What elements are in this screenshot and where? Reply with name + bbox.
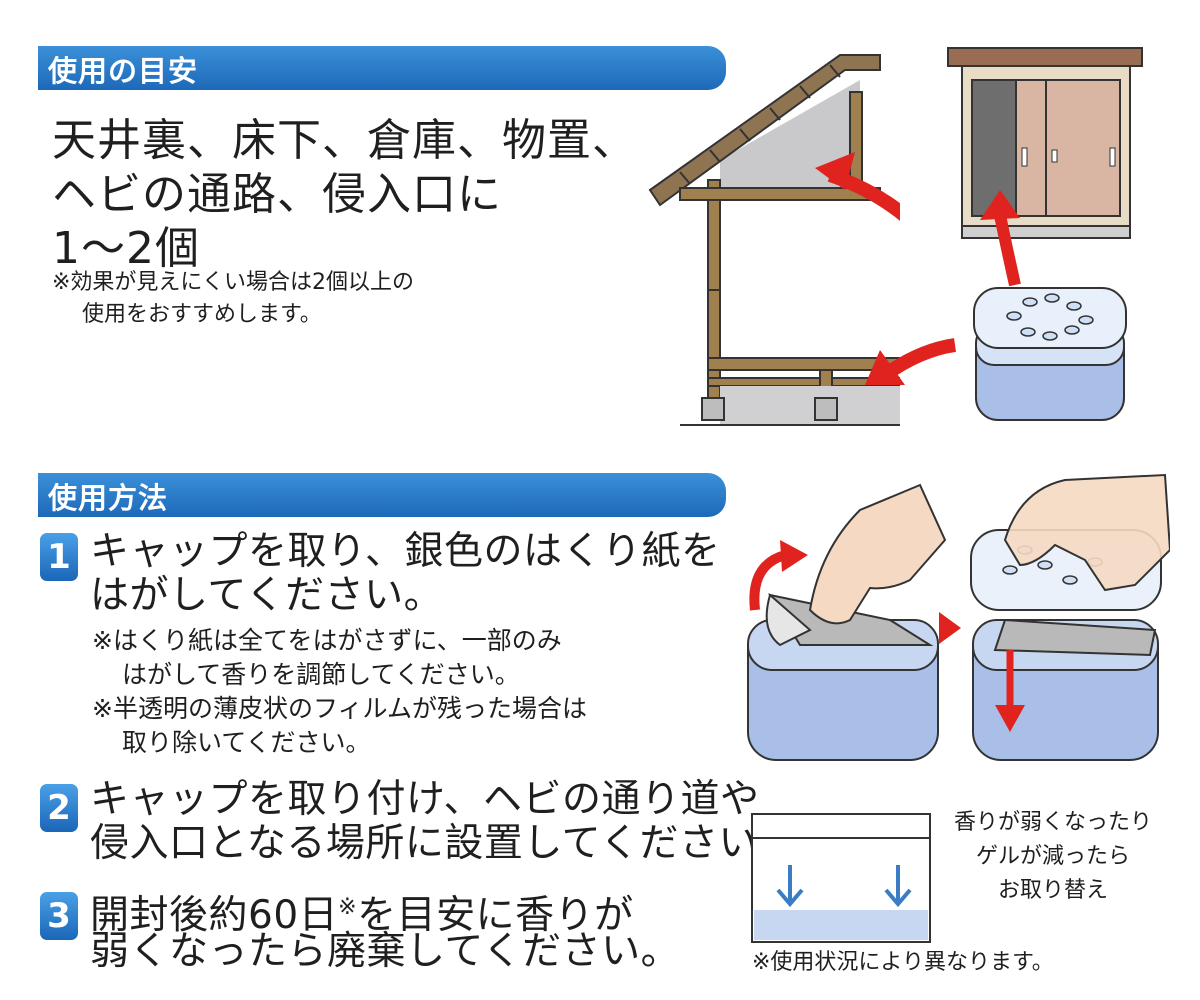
step-3-line-1: 開封後約60日※を目安に香りが — [90, 886, 634, 938]
replace-line-1: 香りが弱くなったり — [953, 810, 1152, 835]
arrow-to-attic — [827, 168, 900, 221]
hand-peel — [808, 483, 947, 625]
arrow-to-shed — [994, 213, 1021, 287]
roof — [648, 54, 881, 207]
how-to-use-title: 使用方法 — [48, 481, 169, 515]
peel-illustration — [747, 483, 947, 761]
top-arrows — [865, 190, 1021, 385]
arrow-to-underfloor — [880, 338, 957, 381]
next-arrow — [939, 612, 961, 644]
replace-diagram — [751, 813, 931, 943]
film-illustration — [970, 473, 1170, 761]
usage-note-2: 使用をおすすめします。 — [82, 302, 322, 327]
usage-guide-title: 使用の目安 — [48, 54, 199, 88]
shed-door-2 — [1045, 79, 1121, 217]
step-1-note-3: ※半透明の薄皮状のフィルムが残った場合は — [92, 694, 587, 723]
replace-line-2: ゲルが減ったら — [975, 844, 1130, 869]
step-2-number: 2 — [40, 784, 78, 832]
step-3-number: 3 — [40, 892, 78, 940]
gel-level — [754, 910, 928, 940]
step-1-note-1: ※はくり紙は全てをはがさずに、一部のみ — [92, 626, 562, 655]
step-1-line-1: キャップを取り、銀色のはくり紙を — [90, 529, 721, 574]
replace-line-3: お取り替え — [997, 878, 1108, 903]
usage-line-3: 1～2個 — [52, 223, 200, 274]
attic-space — [720, 80, 860, 190]
hand-lift — [1003, 473, 1170, 592]
usage-line-1: 天井裏、床下、倉庫、物置、 — [52, 115, 637, 166]
floor-beam — [707, 357, 900, 371]
step-3-line-2: 弱くなったら廃棄してください。 — [90, 929, 681, 974]
product-container-top — [973, 287, 1127, 421]
shed-illustration — [947, 47, 1143, 239]
step-3-line-1-main: 開封後約60日 — [90, 893, 339, 938]
underfloor-space — [720, 386, 900, 424]
usage-line-2: ヘビの通路、侵入口に — [52, 169, 502, 220]
peel-arrow — [749, 550, 787, 611]
replace-footnote: ※使用状況により異なります。 — [752, 950, 1054, 975]
step-2-line-2: 侵入口となる場所に設置してください。 — [90, 821, 798, 866]
step-1-note-4: 取り除いてください。 — [122, 728, 371, 757]
step-1-note-2: はがして香りを調節してください。 — [122, 660, 520, 689]
how-to-use-header: 使用方法 — [38, 473, 726, 517]
step-2-line-1: キャップを取り付け、ヘビの通り道や — [90, 777, 760, 822]
house-illustration — [648, 54, 900, 426]
usage-guide-header: 使用の目安 — [38, 46, 726, 90]
usage-note-1: ※効果が見えにくい場合は2個以上の — [52, 270, 414, 295]
step-1-line-2: はがしてください。 — [90, 573, 444, 618]
step-3-line-1-rest: を目安に香りが — [357, 893, 634, 938]
step-1-number: 1 — [40, 533, 78, 581]
shed-roof — [947, 47, 1143, 67]
step-3-asterisk: ※ — [338, 895, 358, 920]
